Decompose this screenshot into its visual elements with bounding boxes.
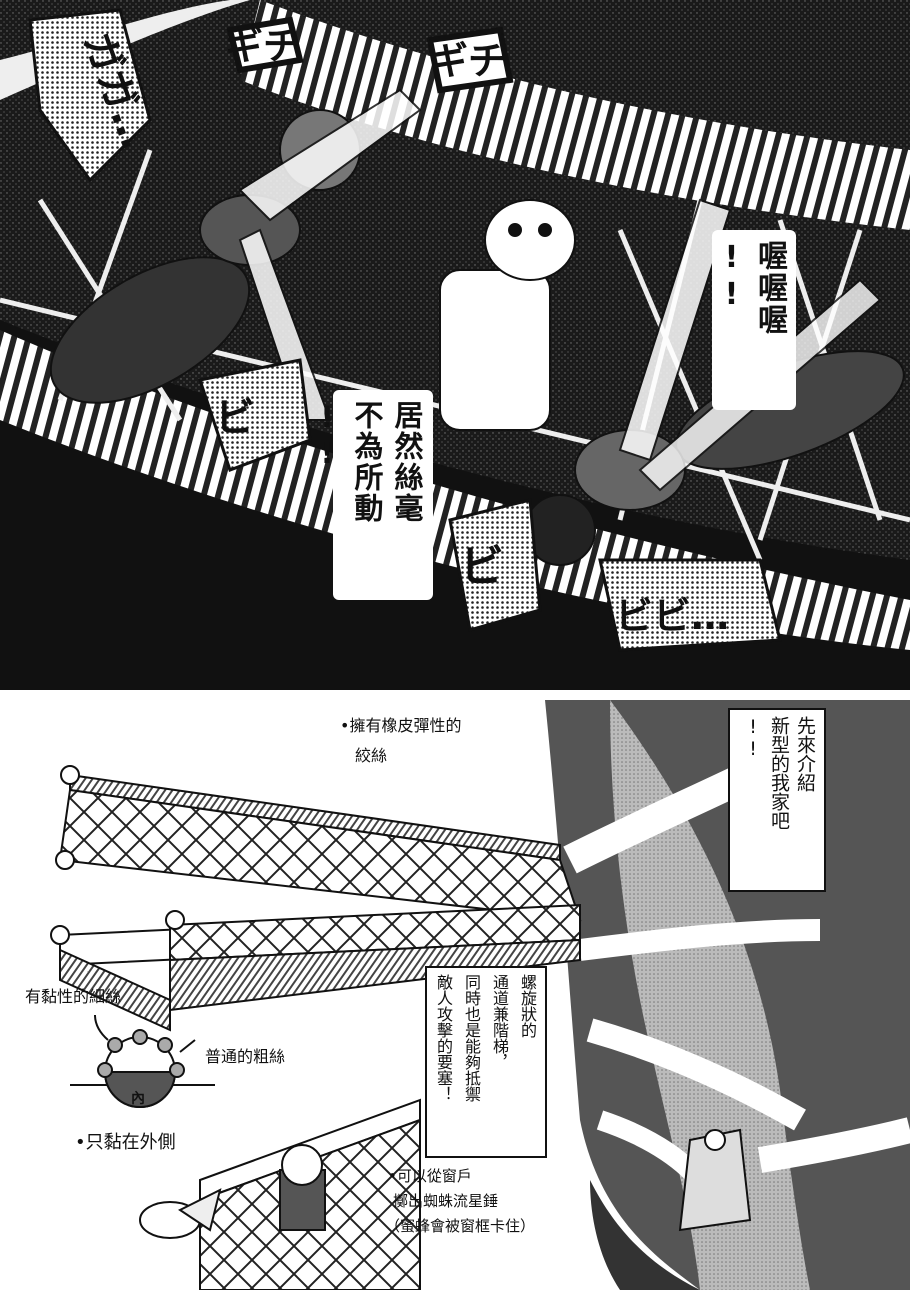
- speech-left-line-2: 不為所動: [350, 400, 384, 524]
- intro-line-1: 先來介紹: [794, 716, 816, 792]
- top-panel-art: [0, 0, 910, 690]
- sfx-bi-2: ビ: [460, 541, 504, 592]
- caption-line-1: 螺旋狀的: [518, 974, 537, 1038]
- top-panel: ガガ… ギチ ギチ ビ ビ ビビ… 居然絲毫 不為所動 !! 喔喔喔 !!: [0, 0, 910, 690]
- intro-line-2: 新型的我家吧: [768, 716, 790, 830]
- annotation-outside-only: •只黏在外側: [75, 1132, 176, 1153]
- speech-bubble-left: 居然絲毫 不為所動 !!: [310, 390, 433, 600]
- sfx-bibi: ビビ…: [615, 594, 730, 638]
- speech-bubble-right: 喔喔喔 !!: [712, 230, 796, 410]
- annotation-sticky-thread: 有黏性的細絲: [25, 987, 122, 1006]
- caption-line-4: 敵人攻擊的要塞！: [434, 974, 453, 1102]
- intro-line-3: !!: [742, 716, 764, 760]
- label-outside: 外: [131, 1056, 145, 1072]
- sfx-marks: [28, 8, 782, 652]
- bridge-diagram: [50, 765, 582, 1032]
- speech-box-intro: 先來介紹 新型的我家吧 !!: [728, 708, 826, 892]
- panel-gutter: [0, 690, 910, 700]
- label-inside: 內: [131, 1091, 145, 1107]
- bottom-panel-art: [50, 700, 910, 1290]
- caption-line-3: 同時也是能夠抵禦: [462, 974, 481, 1102]
- annotation-rubber-thread: •擁有橡皮彈性的: [340, 716, 462, 735]
- bottom-panel: •擁有橡皮彈性的 絞絲 有黏性的細絲 普通的粗絲 外 內 •只黏在外側 •可以從…: [0, 700, 910, 1290]
- annotation-normal-thread: 普通的粗絲: [205, 1047, 286, 1066]
- caption-line-2: 通道兼階梯，: [490, 974, 509, 1070]
- bee-figure: [139, 1188, 222, 1239]
- sfx-gichi-1: ギチ: [225, 24, 302, 68]
- annotation-window-1: •可以從窗戶: [388, 1167, 472, 1185]
- speech-left-line-1: 居然絲毫: [390, 400, 424, 524]
- speech-left-line-3: !!: [310, 400, 344, 472]
- spider-character: [439, 199, 576, 431]
- speech-right-line-1: 喔喔喔: [752, 240, 787, 336]
- hanging-nest: [678, 1128, 752, 1232]
- sfx-gichi-2: ギチ: [430, 39, 507, 83]
- annotation-window-3: （蜜蜂會被窗框卡住）: [385, 1217, 536, 1235]
- annotation-window-2: 擲出蜘蛛流星錘: [393, 1192, 499, 1210]
- speech-right-line-2: !!: [714, 240, 749, 314]
- wasp-left: [49, 88, 422, 421]
- small-bridge: [199, 1098, 421, 1290]
- caption-box-spiral: 螺旋狀的 通道兼階梯， 同時也是能夠抵禦 敵人攻擊的要塞！: [425, 966, 547, 1158]
- sfx-bi-1: ビ: [215, 395, 255, 441]
- annotation-rubber-thread-2: 絞絲: [355, 746, 388, 765]
- thread-cross-section: [70, 1014, 215, 1108]
